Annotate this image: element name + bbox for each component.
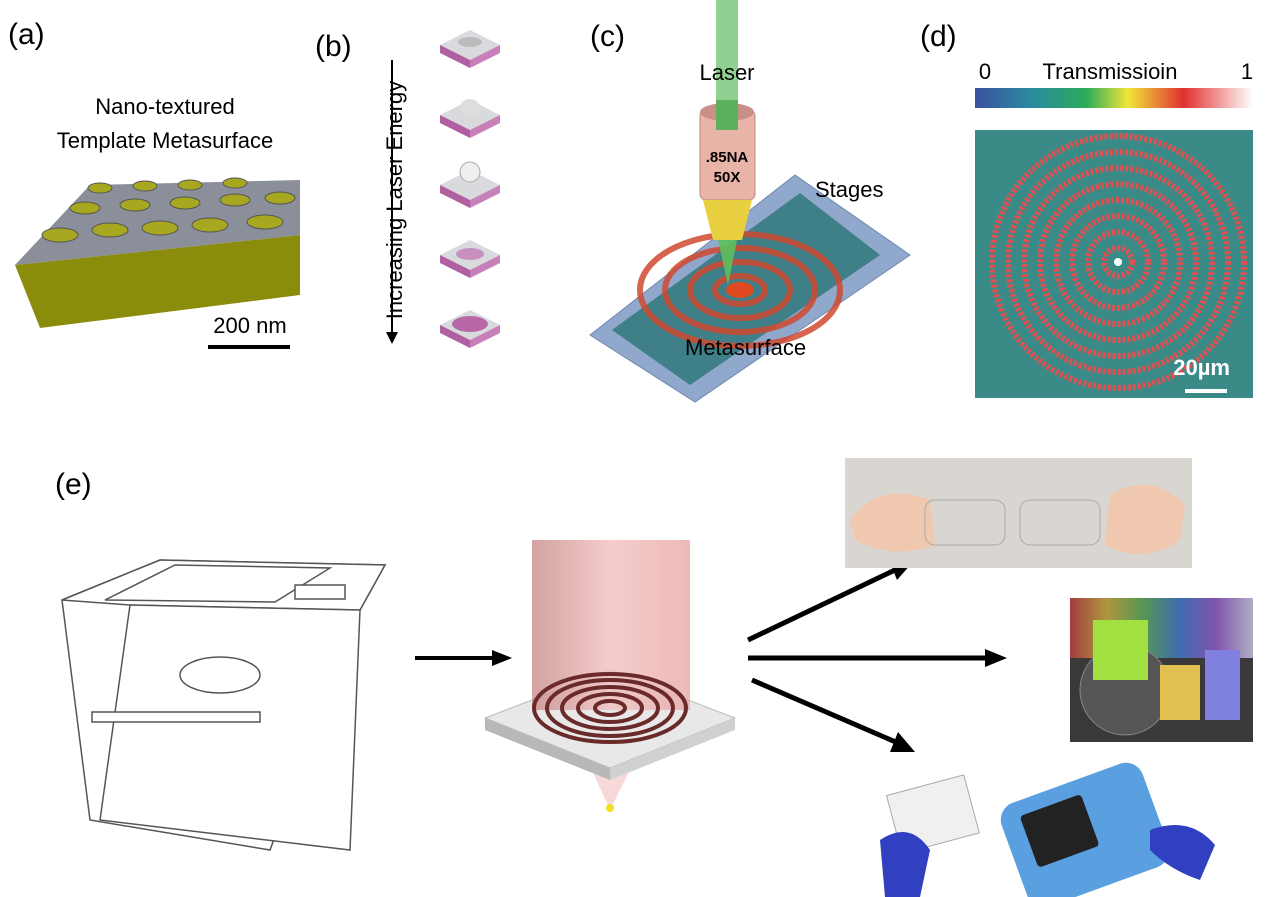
- beam-printing-illustration: [483, 540, 737, 812]
- focused-beam: [718, 240, 737, 285]
- objective-lens: [699, 100, 756, 285]
- colorbar: [975, 88, 1253, 108]
- panel-d-label: (d): [920, 20, 957, 53]
- panel-e: (e): [55, 458, 1253, 897]
- metasurface-illustration: [15, 177, 300, 328]
- metasurface-text: Metasurface: [685, 335, 806, 360]
- optics-photo: [1070, 598, 1253, 742]
- panel-b-axis-text: Increasing Laser Energy: [382, 81, 407, 319]
- objective-mag-text: 50X: [714, 169, 741, 186]
- printer-illustration: [61, 559, 387, 851]
- stage-illustration: [589, 174, 911, 403]
- panel-e-label: (e): [55, 468, 92, 501]
- panel-a-title-line2: Template Metasurface: [57, 128, 273, 153]
- colorbar-max: 1: [1241, 59, 1253, 84]
- panel-a: (a) Nano-textured Template Metasurface 2…: [8, 18, 300, 349]
- panel-c: (c) Laser .85NA 50X Stages Metasurface: [589, 0, 911, 403]
- panel-a-label: (a): [8, 18, 45, 51]
- eyeglasses-photo: [845, 458, 1192, 568]
- handheld-device-photo: [860, 762, 1225, 897]
- panel-a-scale-bar: [208, 345, 290, 349]
- panel-b-label: (b): [315, 30, 352, 63]
- panel-d: (d) 0 Transmissioin 1 20µm: [920, 20, 1253, 398]
- output-arrows: [746, 557, 1007, 752]
- laser-text: Laser: [699, 60, 754, 85]
- panel-a-title-line1: Nano-textured: [95, 94, 234, 119]
- panel-b: (b) Increasing Laser Energy: [315, 30, 500, 348]
- colorbar-min: 0: [979, 59, 991, 84]
- colorbar-title: Transmissioin: [1043, 59, 1178, 84]
- laser-beam: [716, 0, 738, 120]
- panel-d-scale-text: 20µm: [1173, 355, 1230, 380]
- arrow-printer-to-beam: [415, 650, 512, 666]
- objective-na-text: .85NA: [706, 149, 749, 166]
- panel-a-scale-text: 200 nm: [213, 313, 286, 338]
- stages-text: Stages: [815, 177, 884, 202]
- panel-c-label: (c): [590, 20, 625, 53]
- energy-arrowhead: [386, 332, 398, 344]
- panel-d-scale-bar: [1185, 389, 1227, 393]
- transmission-map: [975, 130, 1253, 398]
- ablation-stages: [440, 30, 500, 348]
